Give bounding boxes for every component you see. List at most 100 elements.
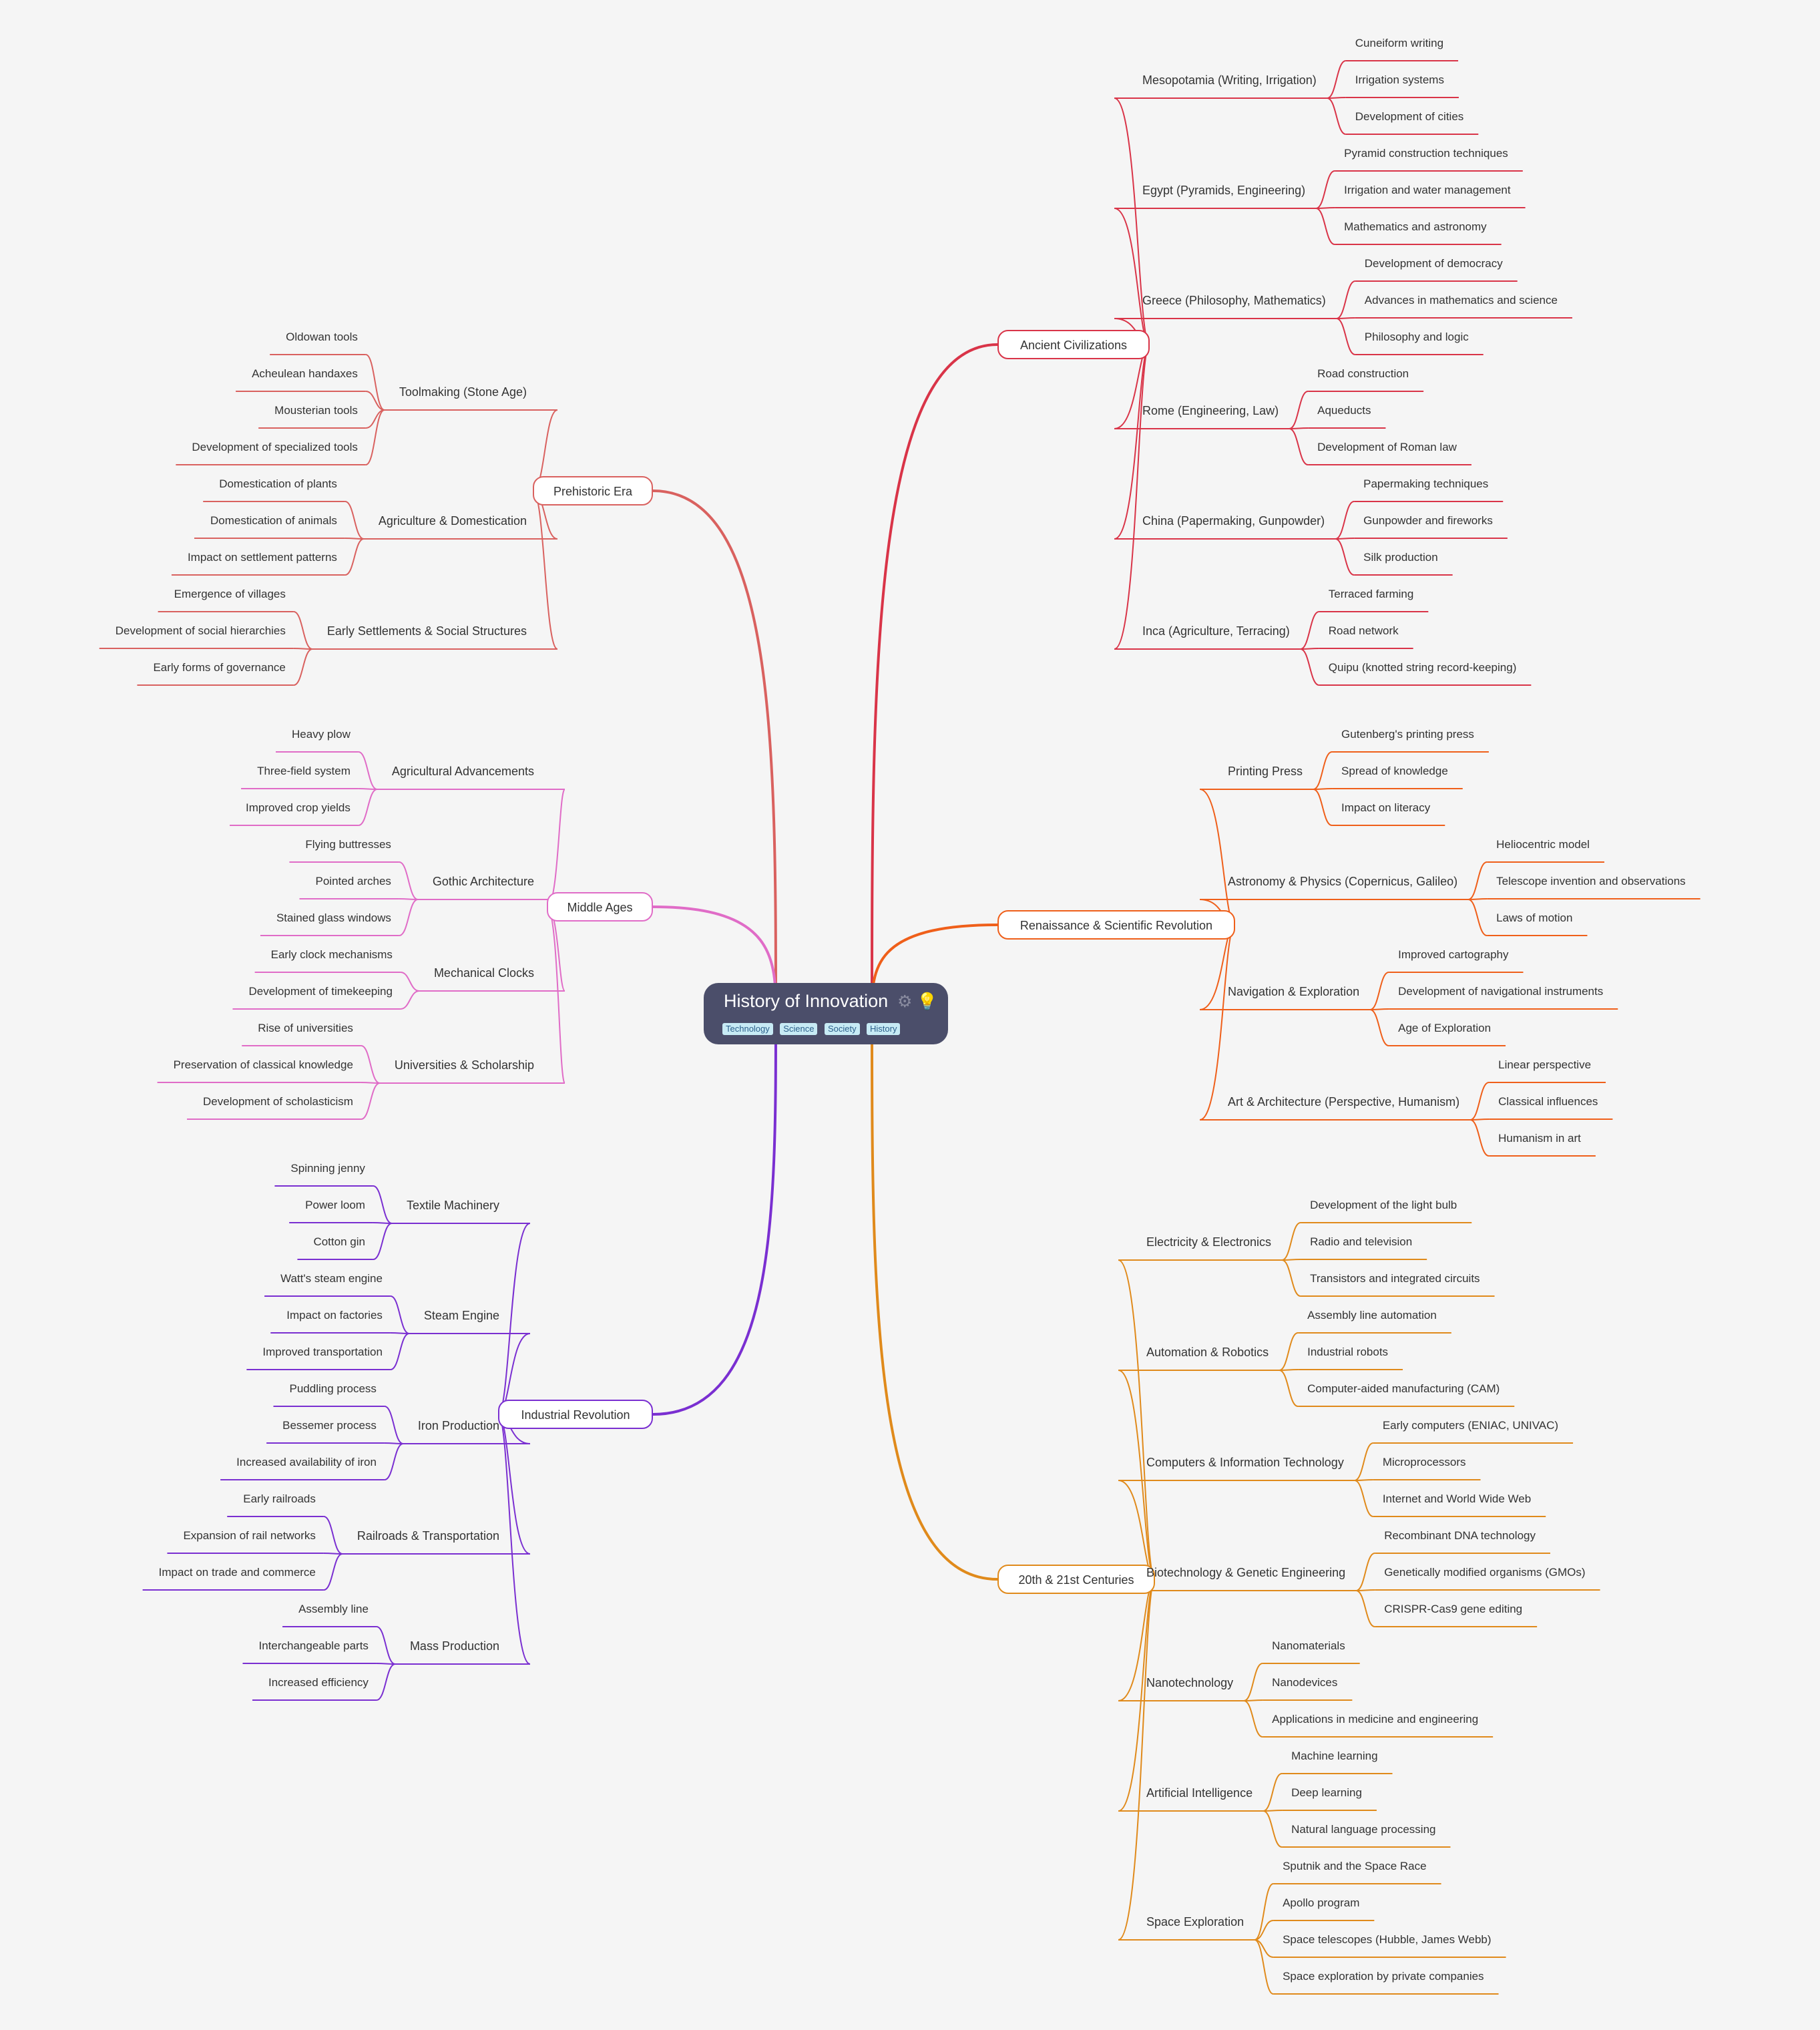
leaf-node-modern-5-0[interactable]: Machine learning [1291,1750,1378,1762]
sub-node-middle-ages-2[interactable]: Mechanical Clocks [433,966,534,980]
leaf-node-ancient-4-1[interactable]: Gunpowder and fireworks [1363,514,1493,527]
leaf-node-modern-2-0[interactable]: Early computers (ENIAC, UNIVAC) [1382,1419,1559,1432]
leaf-node-industrial-4-0[interactable]: Assembly line [298,1603,369,1615]
leaf-node-ancient-1-2[interactable]: Mathematics and astronomy [1344,220,1487,233]
leaf-node-prehistoric-1-1[interactable]: Domestication of animals [210,514,337,527]
leaf-node-prehistoric-1-0[interactable]: Domestication of plants [219,477,337,490]
leaf-node-industrial-3-1[interactable]: Expansion of rail networks [183,1529,316,1542]
leaf-node-renaissance-0-2[interactable]: Impact on literacy [1341,801,1431,814]
sub-node-ancient-1[interactable]: Egypt (Pyramids, Engineering) [1142,184,1306,197]
leaf-node-industrial-1-2[interactable]: Improved transportation [262,1346,383,1358]
leaf-node-renaissance-2-0[interactable]: Improved cartography [1398,948,1509,961]
leaf-node-ancient-3-0[interactable]: Road construction [1317,367,1409,380]
sub-node-modern-4[interactable]: Nanotechnology [1146,1676,1234,1689]
leaf-node-ancient-2-2[interactable]: Philosophy and logic [1364,331,1469,343]
leaf-node-ancient-2-0[interactable]: Development of democracy [1364,257,1503,270]
sub-node-middle-ages-1[interactable]: Gothic Architecture [432,875,534,888]
leaf-node-middle-ages-3-2[interactable]: Development of scholasticism [203,1095,353,1108]
leaf-node-modern-3-2[interactable]: CRISPR-Cas9 gene editing [1384,1603,1523,1615]
leaf-node-modern-0-2[interactable]: Transistors and integrated circuits [1310,1272,1480,1285]
leaf-node-renaissance-3-2[interactable]: Humanism in art [1498,1132,1581,1145]
sub-node-industrial-4[interactable]: Mass Production [409,1639,499,1653]
leaf-node-modern-1-2[interactable]: Computer-aided manufacturing (CAM) [1307,1382,1500,1395]
leaf-node-middle-ages-0-2[interactable]: Improved crop yields [246,801,351,814]
sub-node-industrial-2[interactable]: Iron Production [417,1419,499,1432]
branch-node-industrial[interactable]: Industrial Revolution [498,1400,653,1429]
leaf-node-renaissance-0-1[interactable]: Spread of knowledge [1341,765,1448,777]
leaf-node-prehistoric-0-2[interactable]: Mousterian tools [274,404,358,417]
leaf-node-industrial-3-0[interactable]: Early railroads [243,1492,316,1505]
branch-node-ancient[interactable]: Ancient Civilizations [997,330,1150,359]
leaf-node-modern-6-1[interactable]: Apollo program [1283,1896,1360,1909]
leaf-node-middle-ages-2-0[interactable]: Early clock mechanisms [270,948,393,961]
leaf-node-modern-6-2[interactable]: Space telescopes (Hubble, James Webb) [1283,1933,1492,1946]
leaf-node-modern-4-0[interactable]: Nanomaterials [1272,1639,1345,1652]
leaf-node-industrial-2-1[interactable]: Bessemer process [282,1419,377,1432]
sub-node-modern-3[interactable]: Biotechnology & Genetic Engineering [1146,1566,1346,1579]
branch-node-renaissance[interactable]: Renaissance & Scientific Revolution [997,910,1235,940]
leaf-node-ancient-0-2[interactable]: Development of cities [1355,110,1464,123]
leaf-node-prehistoric-2-2[interactable]: Early forms of governance [153,661,286,674]
leaf-node-renaissance-3-0[interactable]: Linear perspective [1498,1058,1592,1071]
sub-node-renaissance-3[interactable]: Art & Architecture (Perspective, Humanis… [1228,1095,1460,1108]
sub-node-ancient-3[interactable]: Rome (Engineering, Law) [1142,404,1279,417]
leaf-node-renaissance-1-2[interactable]: Laws of motion [1496,911,1573,924]
leaf-node-ancient-5-2[interactable]: Quipu (knotted string record-keeping) [1328,661,1517,674]
sub-node-modern-0[interactable]: Electricity & Electronics [1146,1235,1272,1249]
leaf-node-industrial-2-2[interactable]: Increased availability of iron [236,1456,377,1468]
leaf-node-modern-2-1[interactable]: Microprocessors [1382,1456,1466,1468]
sub-node-ancient-0[interactable]: Mesopotamia (Writing, Irrigation) [1142,73,1317,87]
leaf-node-modern-4-2[interactable]: Applications in medicine and engineering [1272,1713,1479,1726]
leaf-node-ancient-5-0[interactable]: Terraced farming [1328,588,1414,600]
sub-node-ancient-5[interactable]: Inca (Agriculture, Terracing) [1142,624,1290,638]
leaf-node-ancient-0-0[interactable]: Cuneiform writing [1355,37,1444,49]
root-node[interactable]: History of Innovation ⚙ 💡 Technology Sci… [704,983,948,1044]
leaf-node-industrial-3-2[interactable]: Impact on trade and commerce [158,1566,316,1579]
leaf-node-prehistoric-1-2[interactable]: Impact on settlement patterns [187,551,337,564]
leaf-node-ancient-3-1[interactable]: Aqueducts [1317,404,1371,417]
leaf-node-renaissance-3-1[interactable]: Classical influences [1498,1095,1598,1108]
leaf-node-ancient-4-2[interactable]: Silk production [1363,551,1438,564]
leaf-node-middle-ages-0-1[interactable]: Three-field system [257,765,351,777]
leaf-node-middle-ages-2-1[interactable]: Development of timekeeping [248,985,393,998]
sub-node-renaissance-2[interactable]: Navigation & Exploration [1228,985,1360,998]
leaf-node-prehistoric-0-1[interactable]: Acheulean handaxes [252,367,358,380]
sub-node-modern-5[interactable]: Artificial Intelligence [1146,1786,1253,1800]
leaf-node-industrial-1-1[interactable]: Impact on factories [286,1309,383,1322]
leaf-node-middle-ages-3-0[interactable]: Rise of universities [258,1022,353,1034]
leaf-node-modern-5-2[interactable]: Natural language processing [1291,1823,1436,1836]
leaf-node-renaissance-2-1[interactable]: Development of navigational instruments [1398,985,1604,998]
leaf-node-modern-6-0[interactable]: Sputnik and the Space Race [1283,1860,1427,1872]
sub-node-renaissance-0[interactable]: Printing Press [1228,765,1303,778]
leaf-node-industrial-4-2[interactable]: Increased efficiency [268,1676,369,1689]
leaf-node-ancient-5-1[interactable]: Road network [1328,624,1399,637]
sub-node-prehistoric-0[interactable]: Toolmaking (Stone Age) [399,385,527,399]
sub-node-modern-6[interactable]: Space Exploration [1146,1915,1244,1928]
sub-node-prehistoric-1[interactable]: Agriculture & Domestication [378,514,527,528]
sub-node-prehistoric-2[interactable]: Early Settlements & Social Structures [326,624,527,638]
leaf-node-modern-3-0[interactable]: Recombinant DNA technology [1384,1529,1536,1542]
leaf-node-industrial-2-0[interactable]: Puddling process [289,1382,377,1395]
leaf-node-ancient-3-2[interactable]: Development of Roman law [1317,441,1457,453]
sub-node-modern-1[interactable]: Automation & Robotics [1146,1346,1269,1359]
sub-node-middle-ages-3[interactable]: Universities & Scholarship [394,1058,534,1072]
leaf-node-renaissance-1-1[interactable]: Telescope invention and observations [1496,875,1686,887]
leaf-node-middle-ages-1-1[interactable]: Pointed arches [315,875,391,887]
leaf-node-industrial-1-0[interactable]: Watt's steam engine [280,1272,383,1285]
leaf-node-modern-1-0[interactable]: Assembly line automation [1307,1309,1437,1322]
leaf-node-ancient-0-1[interactable]: Irrigation systems [1355,73,1444,86]
leaf-node-middle-ages-0-0[interactable]: Heavy plow [292,728,351,741]
leaf-node-renaissance-2-2[interactable]: Age of Exploration [1398,1022,1492,1034]
leaf-node-ancient-1-1[interactable]: Irrigation and water management [1344,184,1511,196]
branch-node-middle-ages[interactable]: Middle Ages [547,892,653,922]
leaf-node-modern-1-1[interactable]: Industrial robots [1307,1346,1389,1358]
leaf-node-prehistoric-2-0[interactable]: Emergence of villages [174,588,286,600]
sub-node-industrial-3[interactable]: Railroads & Transportation [357,1529,499,1543]
leaf-node-industrial-0-2[interactable]: Cotton gin [313,1235,365,1248]
leaf-node-modern-5-1[interactable]: Deep learning [1291,1786,1362,1799]
leaf-node-ancient-1-0[interactable]: Pyramid construction techniques [1344,147,1508,160]
leaf-node-industrial-4-1[interactable]: Interchangeable parts [258,1639,369,1652]
leaf-node-middle-ages-1-2[interactable]: Stained glass windows [276,911,391,924]
leaf-node-prehistoric-0-3[interactable]: Development of specialized tools [192,441,358,453]
sub-node-renaissance-1[interactable]: Astronomy & Physics (Copernicus, Galileo… [1228,875,1458,888]
